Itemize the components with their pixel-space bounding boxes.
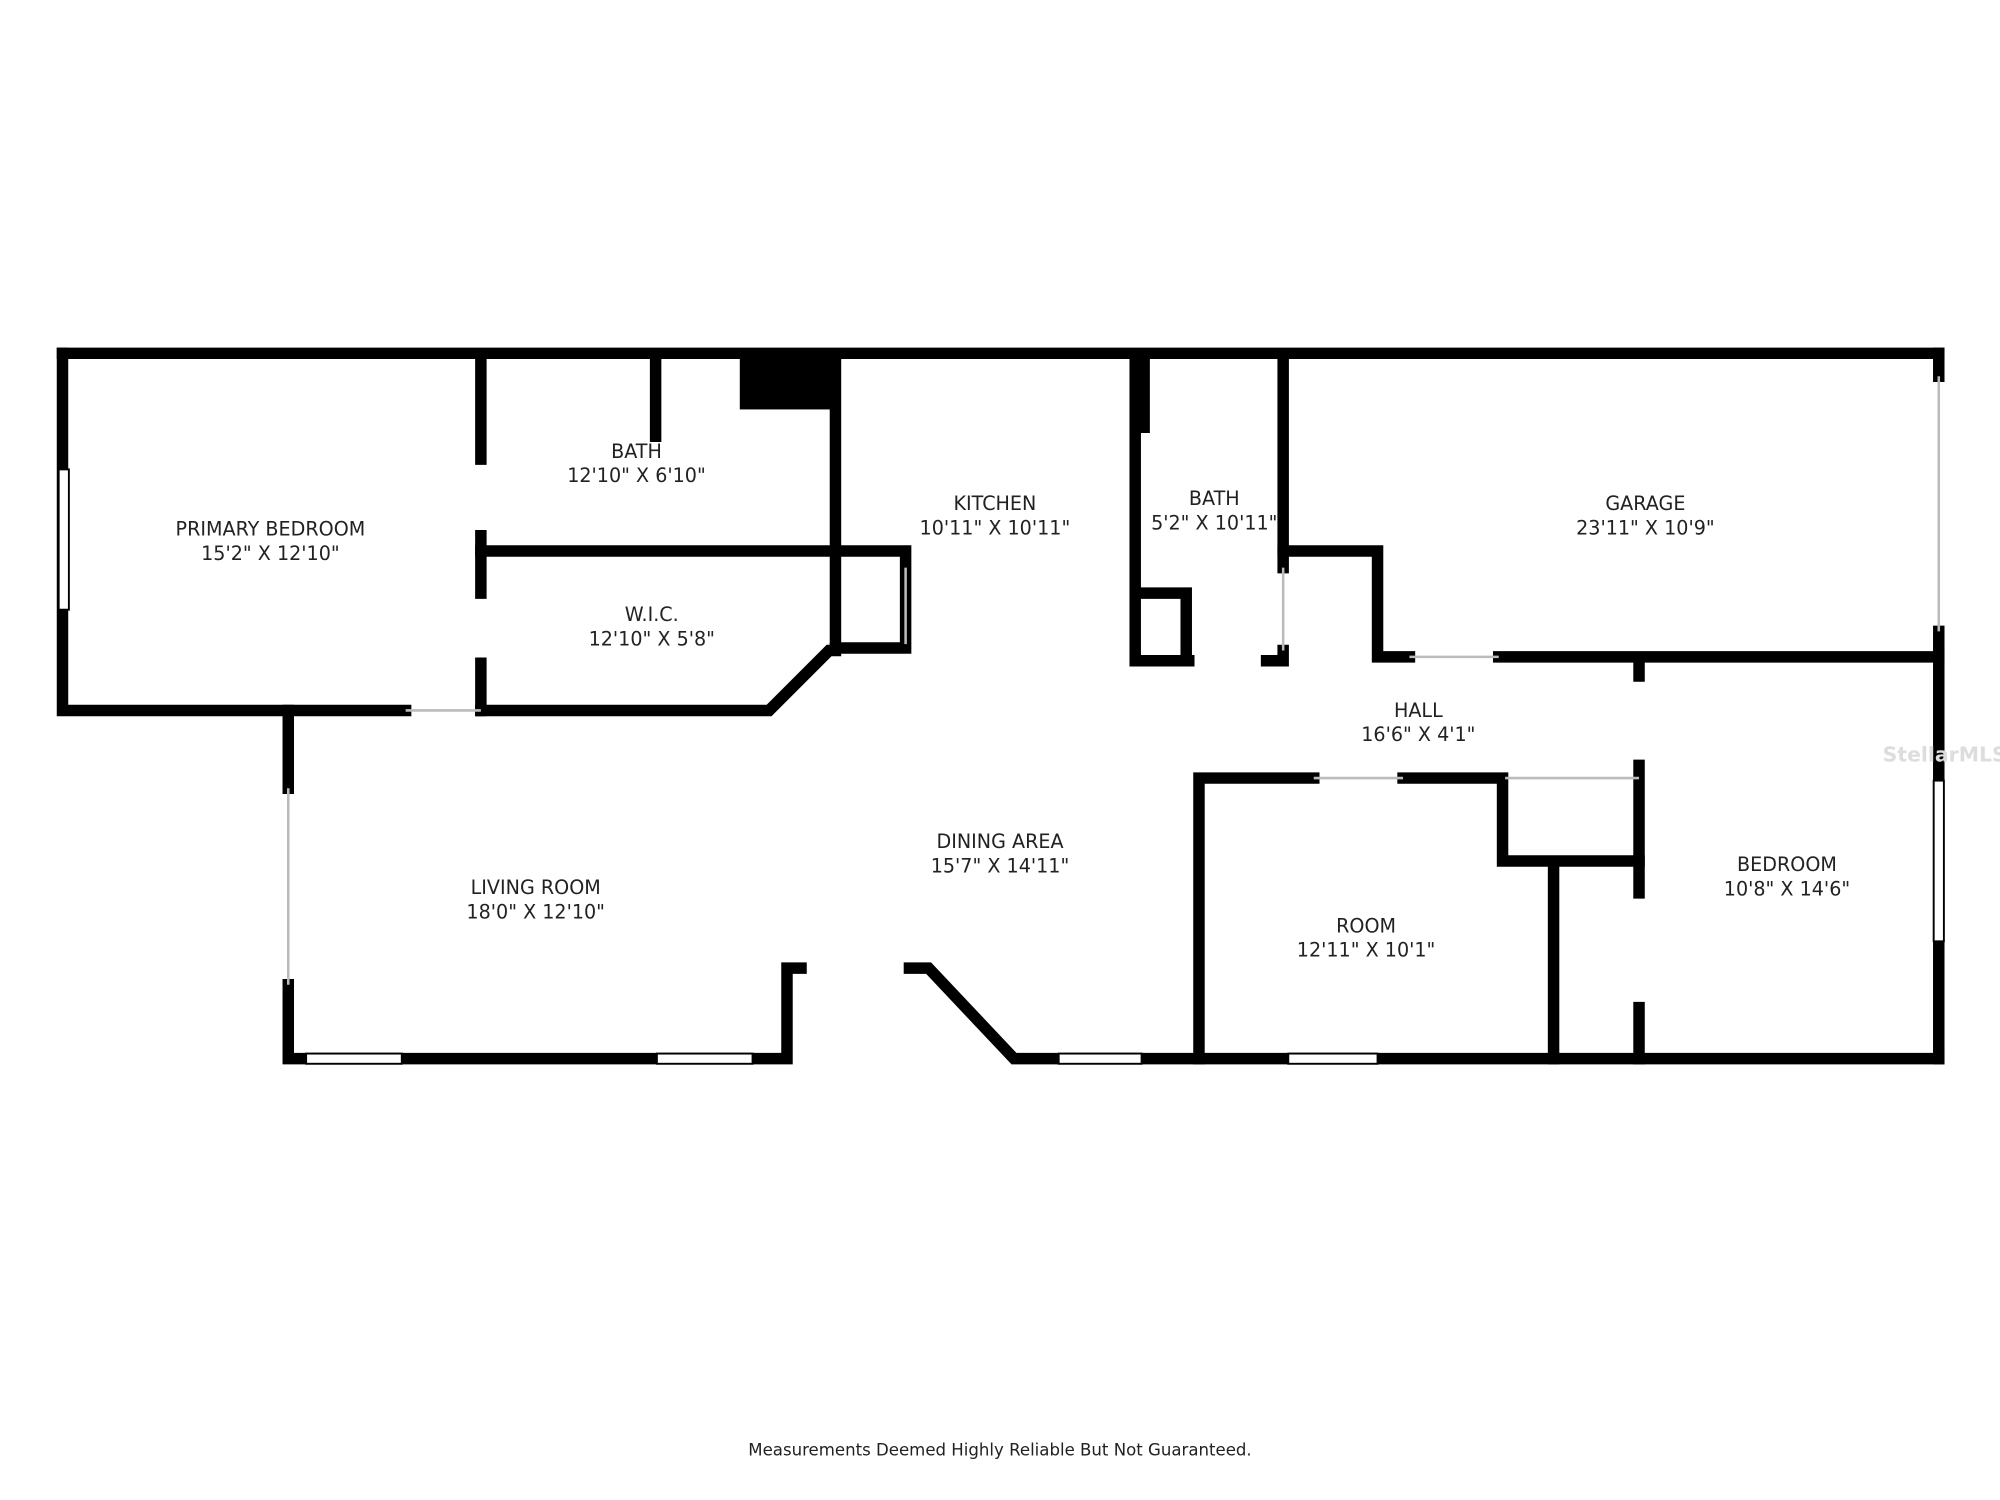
room-label-text: 12'11" X 10'1" [1297,939,1436,962]
watermark-logo: StellarMLS [1883,742,2000,766]
room-label-text: 16'6" X 4'1" [1361,723,1475,746]
chase-block [739,358,836,410]
room-label-text: 15'7" X 14'11" [931,854,1070,877]
room-label-text: GARAGE [1605,492,1685,515]
window [1287,1052,1379,1065]
room-label-text: 12'10" X 5'8" [589,627,715,650]
room-label-text: 18'0" X 12'10" [466,900,605,923]
bay-window [927,973,1009,1057]
room-label-text: LIVING ROOM [471,876,601,899]
room-wic: W.I.C.12'10" X 5'8" [589,603,715,650]
window [655,1052,754,1065]
disclaimer: Measurements Deemed Highly Reliable But … [748,1440,1251,1459]
walls [56,347,1945,1065]
room-label-text: 15'2" X 12'10" [201,542,340,565]
room-label-text: ROOM [1336,914,1396,937]
room-label-text: KITCHEN [953,492,1036,515]
room-label-text: DINING AREA [936,830,1063,853]
room-label-text: PRIMARY BEDROOM [176,518,366,541]
room-label-text: 23'11" X 10'9" [1576,516,1715,539]
openings [57,376,1945,1065]
room-label-text: 12'10" X 6'10" [567,464,706,487]
room-label-text: BEDROOM [1737,853,1837,876]
room-label-text: 10'11" X 10'11" [920,516,1071,539]
window [305,1052,403,1065]
room-label-text: HALL [1394,699,1443,722]
room-label-text: 10'8" X 14'6" [1724,877,1850,900]
room-label-text: W.I.C. [625,603,679,626]
window [57,468,70,611]
window [1057,1052,1143,1065]
window [1932,779,1945,943]
room-label-text: BATH [1189,487,1240,510]
room-label-text: 5'2" X 10'11" [1151,511,1277,534]
room-label-text: BATH [611,440,662,463]
